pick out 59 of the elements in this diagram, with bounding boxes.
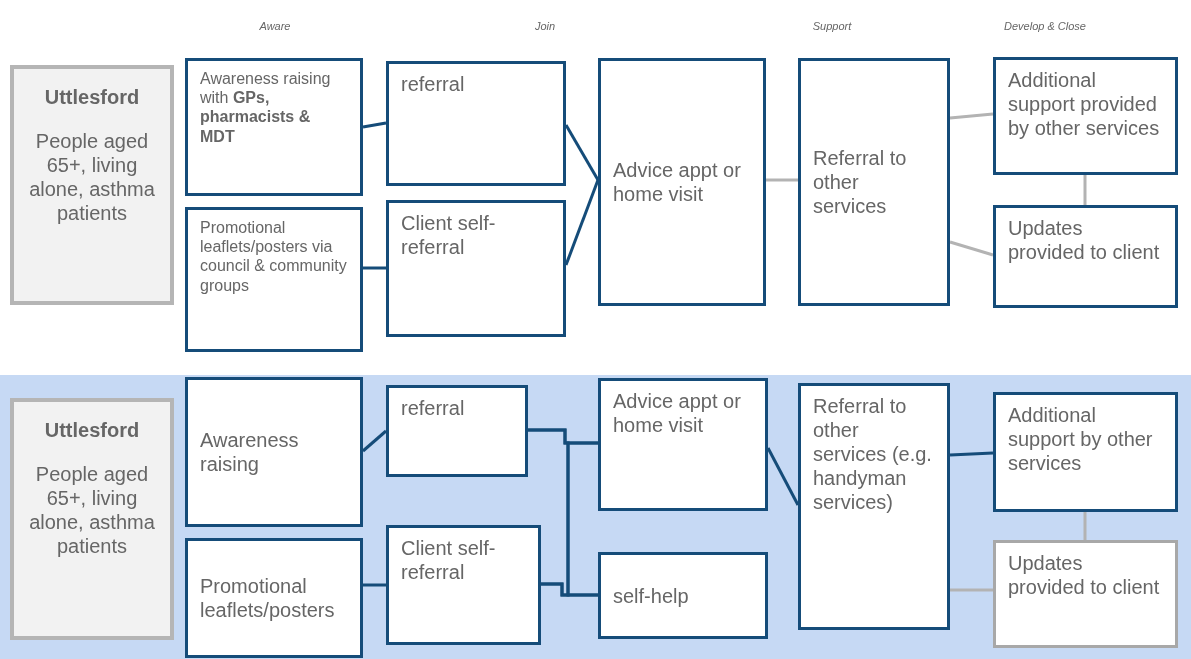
box-text: self-help <box>613 583 690 608</box>
connector-line <box>949 240 994 257</box>
connector-line <box>564 179 600 266</box>
box-text: Promotional leaflets/posters via council & community groups <box>200 218 348 295</box>
box-text: Awareness raising with GPs, pharmacists & MDT <box>200 69 332 146</box>
process-box <box>798 383 950 630</box>
box-text: People aged 65+, living alone, asthma patients <box>28 129 156 225</box>
connector-line <box>766 178 798 182</box>
box-heading: Uttlesford <box>44 418 140 442</box>
connector-line <box>363 266 386 270</box>
box-text: referral <box>401 396 466 420</box>
connector-line <box>950 588 993 592</box>
process-box <box>185 58 363 196</box>
column-heading: Join <box>534 19 556 34</box>
process-box <box>386 200 566 337</box>
box-text: Awareness raising <box>200 428 300 476</box>
box-text: Advice appt or home visit <box>613 158 742 206</box>
box-heading: Uttlesford <box>44 85 140 109</box>
column-heading: Develop & Close <box>1004 19 1086 34</box>
box-text: Updates provided to client <box>1008 551 1161 599</box>
process-box <box>993 205 1178 308</box>
process-box <box>993 392 1178 512</box>
process-box <box>993 540 1178 648</box>
box-text: Client self-referral <box>401 536 497 584</box>
connector-line <box>362 429 387 453</box>
box-text: Referral to other services (e.g. handyman services) <box>813 394 933 514</box>
connector-line <box>564 124 600 181</box>
connector-line <box>766 447 800 506</box>
box-text: Client self-referral <box>401 211 497 259</box>
summary-box <box>10 398 174 640</box>
box-text: Referral to other services <box>813 146 908 218</box>
process-box <box>386 385 528 477</box>
connector-line <box>362 121 387 129</box>
box-text: Promotional leaflets/posters <box>200 574 336 622</box>
process-box <box>598 58 766 306</box>
process-box <box>993 57 1178 175</box>
process-box <box>386 61 566 186</box>
process-box <box>598 552 768 639</box>
box-text: Updates provided to client <box>1008 216 1161 264</box>
column-heading: Aware <box>259 19 291 34</box>
box-text: Advice appt or home visit <box>613 389 742 437</box>
connector-line <box>541 582 598 597</box>
connector-line <box>363 583 386 587</box>
box-text: referral <box>401 72 466 96</box>
summary-box <box>10 65 174 305</box>
connector-line <box>949 451 994 457</box>
process-box <box>185 377 363 527</box>
process-box <box>185 207 363 352</box>
box-text: People aged 65+, living alone, asthma patients <box>28 462 156 558</box>
box-text: Additional support provided by other services <box>1008 68 1161 140</box>
box-text: Additional support by other services <box>1008 403 1154 475</box>
connector-line <box>1083 175 1087 205</box>
connector-line <box>1083 512 1087 540</box>
process-box <box>598 378 768 511</box>
process-box <box>386 525 541 645</box>
process-box <box>798 58 950 306</box>
connector-line <box>949 112 994 120</box>
process-box <box>185 538 363 658</box>
column-heading: Support <box>812 19 852 34</box>
